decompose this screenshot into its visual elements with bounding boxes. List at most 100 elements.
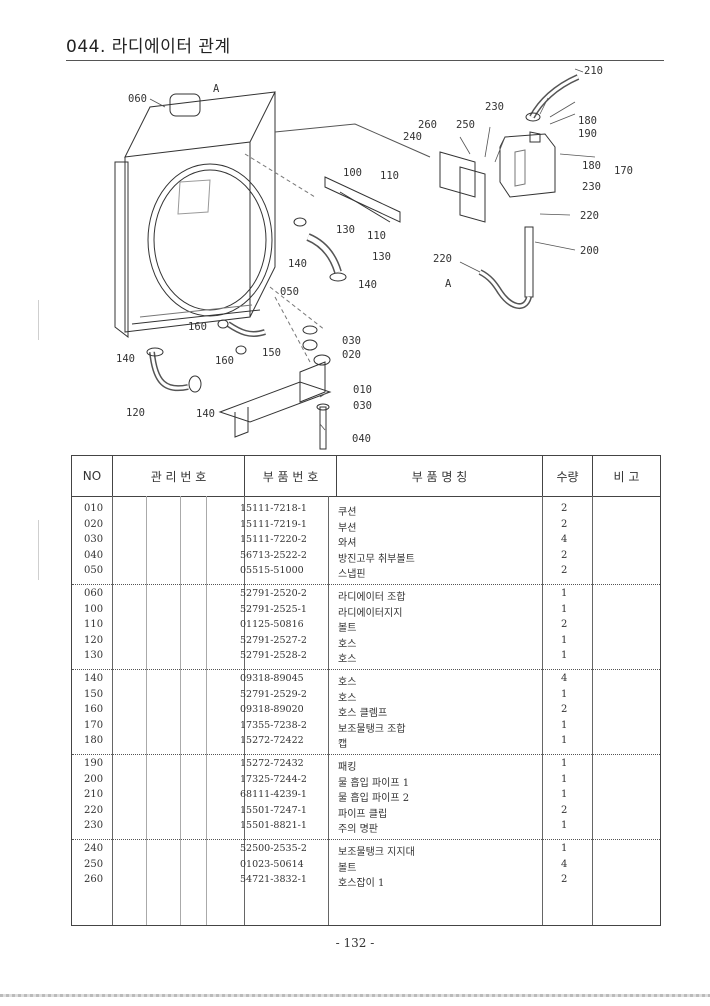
- callout-180: 180: [578, 115, 597, 127]
- callout-180-b: 180: [582, 160, 601, 172]
- row-quantity: 2: [561, 503, 568, 514]
- callout-060: 060: [128, 93, 147, 105]
- row-part-number: 01125-50816: [240, 619, 304, 631]
- row-quantity: 1: [561, 719, 568, 731]
- callout-040: 040: [352, 433, 371, 445]
- row-part-name: 패킹: [338, 762, 357, 773]
- row-part-number: 15111-7218-1: [240, 503, 307, 514]
- row-no: 010: [84, 503, 104, 514]
- row-quantity: 2: [561, 619, 568, 631]
- callout-140-d: 140: [196, 408, 215, 420]
- callout-a: A: [213, 83, 220, 95]
- row-quantity: 2: [561, 549, 568, 561]
- row-part-number: 15501-7247-1: [240, 804, 307, 816]
- row-no: 160: [84, 704, 104, 716]
- row-no: 110: [84, 619, 104, 631]
- row-no: 230: [84, 820, 104, 832]
- row-part-number: 17355-7238-2: [240, 719, 307, 731]
- header-part-name: 부 품 명 칭: [336, 456, 542, 496]
- row-part-name: 호스: [338, 638, 357, 650]
- row-quantity: 1: [561, 603, 568, 615]
- callout-170: 170: [614, 165, 633, 177]
- callout-130-b: 130: [372, 251, 391, 263]
- row-quantity: 1: [561, 789, 568, 801]
- diagram-svg: 060 A 210 180 230 190 260 250 240 180 17…: [114, 65, 633, 450]
- row-part-name: 쿠션: [338, 507, 357, 518]
- row-part-name: 볼트: [338, 623, 357, 635]
- row-part-name: 스냅핀: [338, 569, 366, 581]
- row-no: 050: [84, 565, 104, 577]
- row-no: 100: [84, 603, 104, 615]
- callout-030-b: 030: [353, 400, 372, 412]
- row-part-number: 52791-2528-2: [240, 650, 307, 662]
- callout-210: 210: [584, 65, 603, 77]
- row-no: 240: [84, 843, 104, 854]
- row-part-name: 물 흡입 파이프 2: [338, 793, 410, 805]
- group-separator: [72, 838, 660, 840]
- row-no: 180: [84, 735, 104, 747]
- callout-160-b: 160: [215, 355, 234, 367]
- callout-110: 110: [380, 170, 399, 182]
- row-part-name: 와셔: [338, 538, 357, 550]
- row-part-number: 56713-2522-2: [240, 549, 307, 561]
- group-separator: [72, 753, 660, 755]
- row-part-number: 15111-7219-1: [240, 518, 307, 530]
- row-no: 210: [84, 789, 104, 801]
- table-row: 010 15111-7218-1 쿠션 2: [72, 502, 660, 518]
- row-part-number: 15111-7220-2: [240, 534, 307, 546]
- callout-230-b: 230: [582, 181, 601, 193]
- callout-250: 250: [456, 119, 475, 131]
- row-part-name: 보조물탱크 조합: [338, 723, 406, 735]
- row-part-name: 호스: [338, 654, 357, 666]
- row-no: 220: [84, 804, 104, 816]
- row-quantity: 1: [561, 688, 568, 700]
- row-no: 250: [84, 858, 104, 870]
- scan-margin-mark: [38, 300, 39, 340]
- row-part-name: 호스 클렘프: [338, 708, 388, 720]
- row-part-name: 호스잡이 1: [338, 878, 385, 890]
- row-part-number: 17325-7244-2: [240, 773, 307, 785]
- callout-120: 120: [126, 407, 145, 419]
- callout-110-b: 110: [367, 230, 386, 242]
- row-part-name: 물 흡입 파이프 1: [338, 777, 410, 789]
- row-no: 200: [84, 773, 104, 785]
- callout-050: 050: [280, 286, 299, 298]
- page-title: 044. 라디에이터 관계: [66, 37, 231, 57]
- row-no: 130: [84, 650, 104, 662]
- row-part-name: 보조물탱크 지지대: [338, 847, 415, 858]
- callout-140-c: 140: [116, 353, 135, 365]
- column-divider: [180, 496, 181, 925]
- scan-edge-artifact: [0, 994, 710, 997]
- row-part-number: 52791-2525-1: [240, 603, 307, 615]
- row-part-number: 15272-72422: [240, 735, 304, 747]
- column-divider: [328, 496, 329, 925]
- row-quantity: 2: [561, 518, 568, 530]
- callout-230: 230: [485, 101, 504, 113]
- column-divider: [542, 496, 543, 925]
- callout-190: 190: [578, 128, 597, 140]
- row-quantity: 1: [561, 634, 568, 646]
- column-divider: [206, 496, 207, 925]
- scan-margin-mark: [38, 520, 39, 580]
- row-no: 120: [84, 634, 104, 646]
- header-management-number: 관 리 번 호: [112, 456, 244, 496]
- callout-150: 150: [262, 347, 281, 359]
- row-no: 040: [84, 549, 104, 561]
- page-number: - 132 -: [335, 936, 375, 950]
- row-part-name: 캡: [338, 739, 348, 751]
- row-part-name: 호스: [338, 677, 357, 688]
- group-separator: [72, 583, 660, 585]
